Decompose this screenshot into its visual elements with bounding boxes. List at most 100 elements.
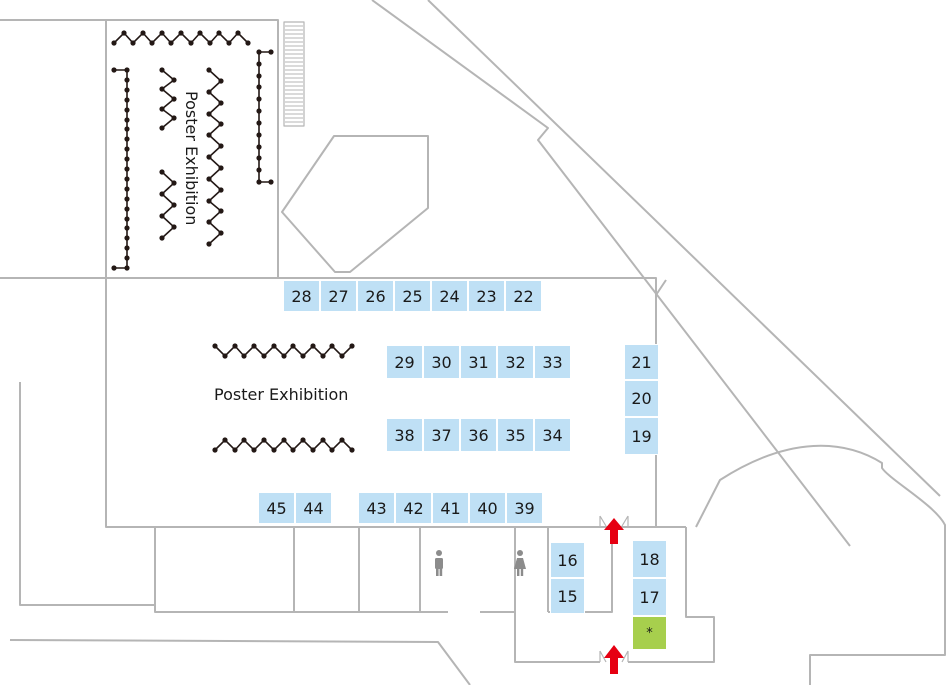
poster-board-post [124, 97, 130, 103]
poster-board-post [171, 115, 177, 121]
booth-40[interactable]: 40 [469, 492, 506, 524]
booth-15[interactable]: 15 [550, 578, 585, 614]
poster-board-post [222, 353, 228, 359]
booth-25[interactable]: 25 [394, 280, 431, 312]
poster-board-post [159, 67, 165, 73]
poster-board-post [256, 167, 262, 173]
poster-board-post [256, 61, 262, 67]
booth-45[interactable]: 45 [258, 492, 295, 524]
poster-board-post [218, 78, 224, 84]
poster-board-post [171, 77, 177, 83]
booth-42[interactable]: 42 [395, 492, 432, 524]
poster-board-post [178, 30, 184, 36]
poster-board-post [171, 202, 177, 208]
wall [427, 0, 941, 497]
wall [9, 639, 471, 685]
poster-board-post [159, 106, 165, 112]
poster-board-post [111, 67, 117, 73]
poster-board-post [212, 343, 218, 349]
poster-board-post [232, 447, 238, 453]
poster-board-post [256, 84, 262, 90]
poster-board-post [159, 169, 165, 175]
poster-board-post [206, 176, 212, 182]
poster-board-post [261, 353, 267, 359]
booth-41[interactable]: 41 [432, 492, 469, 524]
female-restroom-icon [514, 550, 526, 576]
poster-board-post [159, 125, 165, 131]
entrance-arrow-icon [604, 518, 624, 544]
poster-board-post [310, 343, 316, 349]
poster-board-post [124, 166, 130, 172]
poster-board-post [206, 132, 212, 138]
booth-29[interactable]: 29 [386, 345, 423, 379]
poster-board-post [251, 447, 257, 453]
poster-board-post [159, 30, 165, 36]
poster-board-post [261, 437, 267, 443]
wall [514, 592, 600, 663]
poster-board-post [159, 191, 165, 197]
booth-21[interactable]: 21 [624, 344, 659, 380]
booth-28[interactable]: 28 [283, 280, 320, 312]
poster-board-post [149, 40, 155, 46]
booth-19[interactable]: 19 [624, 417, 659, 455]
booth-38[interactable]: 38 [386, 418, 423, 452]
poster-board-post [212, 447, 218, 453]
booth-16[interactable]: 16 [550, 542, 585, 578]
poster-board-post [124, 146, 130, 152]
booth-35[interactable]: 35 [497, 418, 534, 452]
poster-board-post [339, 437, 345, 443]
poster-board-post [256, 144, 262, 150]
male-restroom-icon [435, 550, 443, 576]
booth-36[interactable]: 36 [460, 418, 497, 452]
poster-board-post [124, 126, 130, 132]
poster-board-post [256, 96, 262, 102]
booth-44[interactable]: 44 [295, 492, 332, 524]
booth-20[interactable]: 20 [624, 380, 659, 417]
poster-board-post [256, 132, 262, 138]
booth-34[interactable]: 34 [534, 418, 571, 452]
door-mark [599, 515, 629, 527]
poster-board-post [188, 40, 194, 46]
poster-board-post [290, 343, 296, 349]
wall [655, 279, 667, 296]
poster-board-post [300, 437, 306, 443]
poster-board-post [124, 196, 130, 202]
booth-26[interactable]: 26 [357, 280, 394, 312]
poster-board-post [124, 216, 130, 222]
booth-33[interactable]: 33 [534, 345, 571, 379]
booth-39[interactable]: 39 [506, 492, 543, 524]
poster-board-post [207, 40, 213, 46]
poster-board-post [206, 154, 212, 160]
booth-30[interactable]: 30 [423, 345, 460, 379]
wall [628, 527, 715, 663]
booth-24[interactable]: 24 [431, 280, 468, 312]
booth-22[interactable]: 22 [505, 280, 542, 312]
poster-board-post [268, 49, 274, 55]
booth-43[interactable]: 43 [358, 492, 395, 524]
poster-board-post [124, 77, 130, 83]
poster-board-post [159, 86, 165, 92]
booth-special[interactable]: * [632, 616, 667, 650]
booth-23[interactable]: 23 [468, 280, 505, 312]
poster-exhibition-label: Poster Exhibition [214, 385, 349, 404]
poster-board-post [218, 230, 224, 236]
poster-board-post [241, 353, 247, 359]
poster-board-post [271, 343, 277, 349]
booth-31[interactable]: 31 [460, 345, 497, 379]
poster-board-post [256, 73, 262, 79]
wall [281, 135, 429, 273]
poster-board-post [218, 187, 224, 193]
poster-board-post [329, 447, 335, 453]
booth-27[interactable]: 27 [320, 280, 357, 312]
booth-37[interactable]: 37 [423, 418, 460, 452]
wall [105, 277, 657, 528]
booth-17[interactable]: 17 [632, 578, 667, 616]
poster-board-post [218, 143, 224, 149]
poster-board-post [256, 108, 262, 114]
booth-18[interactable]: 18 [632, 540, 667, 578]
poster-board-post [310, 447, 316, 453]
poster-board-post [124, 107, 130, 113]
wall [695, 444, 946, 685]
booth-32[interactable]: 32 [497, 345, 534, 379]
